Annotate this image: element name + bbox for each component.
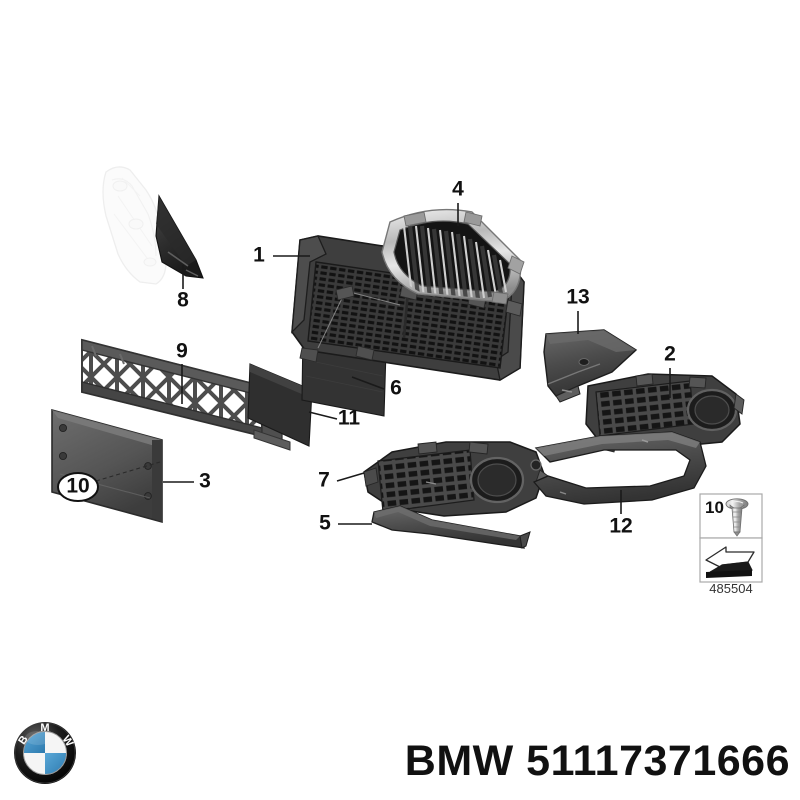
detail-box-caption: 485504	[709, 581, 752, 596]
leader-6	[351, 376, 385, 390]
part-9-licence-plate-carrier	[81, 338, 291, 451]
part-7-left-fog-light-grille	[363, 441, 549, 517]
logo-letter-m: M	[40, 722, 49, 734]
callout-4: 4	[452, 178, 464, 201]
part-13-air-duct	[543, 329, 638, 403]
callout-6: 6	[390, 377, 402, 400]
callout-7: 7	[318, 469, 330, 492]
callout-leaders	[95, 203, 671, 525]
bmw-roundel-logo: M B W	[14, 722, 76, 784]
leader-7	[336, 472, 365, 482]
callout-5: 5	[319, 512, 331, 535]
callout-11: 11	[338, 407, 361, 430]
callout-2: 2	[664, 343, 676, 366]
part-number-caption: BMW 51117371666	[404, 737, 790, 785]
callout-3: 3	[199, 470, 211, 493]
callout-8: 8	[177, 289, 189, 312]
part-12-fog-grille-trim-ring	[532, 431, 707, 505]
part-2-right-fog-light-grille	[585, 373, 745, 453]
part-5-lower-trim-strip	[371, 505, 531, 549]
headlight-outline-ghost	[102, 166, 167, 285]
part-11-cover-panel-small	[247, 363, 313, 447]
callout-9: 9	[176, 340, 188, 363]
callout-numbers: 1 2 3 4 5 6 7 8 9 10 11 12 13	[57, 178, 676, 538]
callout-12: 12	[609, 515, 632, 538]
screw-detail-box: 10 485504	[699, 493, 763, 596]
screw-icon	[725, 498, 749, 537]
callout-10: 10	[66, 475, 89, 498]
part-4-kidney-grille	[381, 208, 525, 305]
callout-13: 13	[566, 286, 589, 309]
part-8-side-cover-wedge	[155, 194, 204, 279]
leader-11	[308, 411, 338, 420]
callout-10-ring	[57, 472, 99, 502]
arrow-icon	[705, 546, 755, 578]
detail-box-number: 10	[705, 498, 724, 517]
callout-1: 1	[253, 244, 265, 267]
